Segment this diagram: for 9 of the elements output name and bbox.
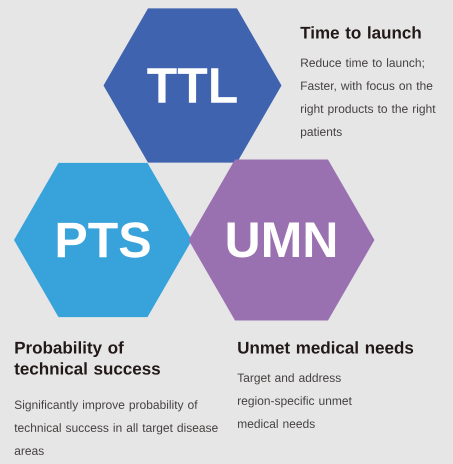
description: Significantly improve probability of technical success in all target disease areas — [14, 400, 218, 455]
description: Target and address region-specific unmet medical needs — [237, 373, 352, 428]
description: Reduce time to launch; Faster, with focus on the right products to the right patients — [300, 58, 436, 138]
heading: Unmet medical needs — [238, 341, 414, 354]
heading: Probability of technical success — [14, 341, 160, 375]
hexagon: UMN — [188, 160, 374, 320]
heading: Time to launch — [300, 26, 421, 39]
hexagon: PTS — [14, 162, 192, 318]
hexagon: TTL — [104, 8, 282, 163]
